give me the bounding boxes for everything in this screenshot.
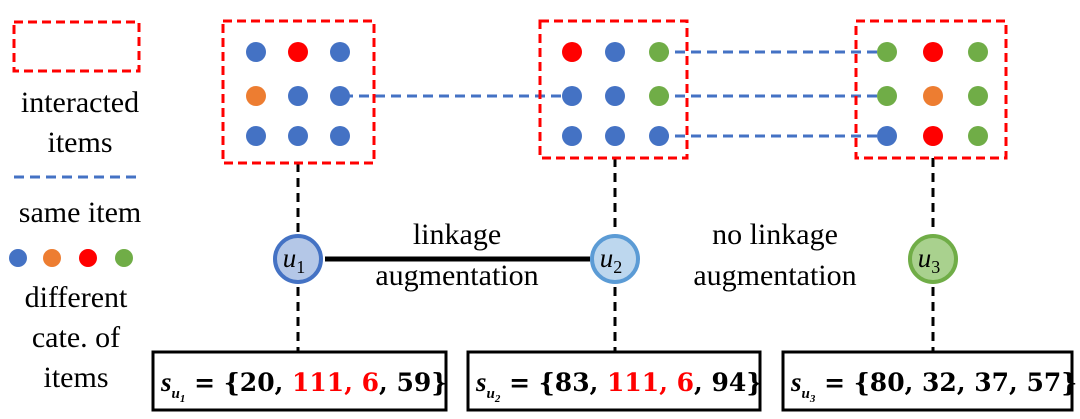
- legend-line-label: same item: [19, 196, 141, 229]
- item-dot-blue: [649, 126, 669, 146]
- sequence-text: su3 = {80, 32, 37, 57}: [790, 367, 1077, 405]
- legend-dot-green: [115, 249, 133, 267]
- item-dot-blue: [605, 42, 625, 62]
- sequence-box-u1: su1 = {20, 111, 6, 59}: [151, 350, 448, 412]
- item-dot-green: [877, 42, 897, 62]
- user-node-u1: u1: [273, 234, 323, 284]
- item-dot-green: [968, 126, 988, 146]
- item-dot-blue: [288, 86, 308, 106]
- interacted-items-box: [221, 19, 376, 165]
- item-dot-green: [649, 86, 669, 106]
- sequence-text: su2 = {83, 111, 6, 94}: [475, 367, 762, 405]
- sequence-text: su1 = {20, 111, 6, 59}: [160, 367, 447, 405]
- same-item-links: [343, 50, 887, 138]
- interacted-items-box: [538, 19, 689, 160]
- item-dot-blue: [246, 42, 266, 62]
- item-dot-green: [968, 86, 988, 106]
- sequence-frame: [781, 350, 1074, 412]
- item-dot-blue: [246, 126, 266, 146]
- sequence-item: 6: [362, 368, 379, 397]
- legend-box-label-2: items: [48, 126, 113, 159]
- sequence-item: 32: [922, 368, 957, 397]
- item-dot-orange: [923, 86, 943, 106]
- linkage-label-2: augmentation: [375, 259, 538, 292]
- legend-dot-red: [79, 249, 97, 267]
- user-name: u3: [918, 243, 941, 277]
- item-dot-blue: [330, 42, 350, 62]
- item-dot-green: [649, 42, 669, 62]
- item-dot-red: [923, 126, 943, 146]
- item-dot-green: [968, 42, 988, 62]
- user-node-u3: u3: [908, 234, 958, 284]
- user-name: u1: [283, 243, 306, 277]
- user-name: u2: [600, 243, 623, 277]
- item-dot-blue: [330, 126, 350, 146]
- user-node-u2: u2: [590, 234, 640, 284]
- user-connectors: [296, 158, 935, 352]
- sequence-item: 111: [607, 368, 659, 397]
- item-dot-red: [562, 42, 582, 62]
- legend-box-label-1: interacted: [21, 86, 139, 119]
- item-grid-u1: [221, 19, 376, 165]
- item-dot-blue: [562, 126, 582, 146]
- sequence-items: 80, 32, 37, 57: [870, 368, 1061, 397]
- sequence-item: 59: [396, 368, 431, 397]
- sequence-items: 20, 111, 6, 59: [240, 368, 431, 397]
- sequence-item: 111: [292, 368, 344, 397]
- item-dot-green: [877, 86, 897, 106]
- user-circle: [590, 234, 640, 284]
- item-dot-blue: [605, 86, 625, 106]
- interacted-items-box: [854, 19, 1008, 160]
- linkage-label-1: linkage: [413, 218, 501, 251]
- sequence-box-u2: su2 = {83, 111, 6, 94}: [466, 350, 762, 412]
- no-linkage-label-1: no linkage: [712, 218, 838, 251]
- item-dot-blue: [562, 86, 582, 106]
- item-dot-blue: [877, 126, 897, 146]
- legend-dot-orange: [43, 249, 61, 267]
- sequence-item: 20: [240, 368, 275, 397]
- user-circle: [908, 234, 958, 284]
- sequence-items: 83, 111, 6, 94: [555, 368, 746, 397]
- item-grid-u3: [854, 19, 1008, 160]
- legend-box-sample: [12, 20, 141, 73]
- sequence-frame: [466, 350, 762, 412]
- legend-dots-label-3: items: [44, 361, 109, 394]
- sequence-frame: [151, 350, 448, 412]
- legend-dot-blue: [9, 249, 27, 267]
- item-dot-blue: [330, 86, 350, 106]
- item-dot-red: [288, 42, 308, 62]
- item-dot-blue: [288, 126, 308, 146]
- item-grid-u2: [538, 19, 689, 160]
- sequence-item: 83: [555, 368, 590, 397]
- user-circle: [273, 234, 323, 284]
- item-dot-red: [923, 42, 943, 62]
- sequence-item: 37: [974, 368, 1009, 397]
- item-dot-blue: [605, 126, 625, 146]
- no-linkage-label-2: augmentation: [693, 259, 856, 292]
- sequence-item: 94: [711, 368, 746, 397]
- sequence-item: 80: [870, 368, 905, 397]
- item-dot-orange: [246, 86, 266, 106]
- sequence-item: 57: [1026, 368, 1061, 397]
- legend-dots-label-1: different: [25, 281, 128, 314]
- sequence-box-u3: su3 = {80, 32, 37, 57}: [781, 350, 1077, 412]
- legend-dots-label-2: cate. of: [32, 321, 120, 354]
- sequence-item: 6: [677, 368, 694, 397]
